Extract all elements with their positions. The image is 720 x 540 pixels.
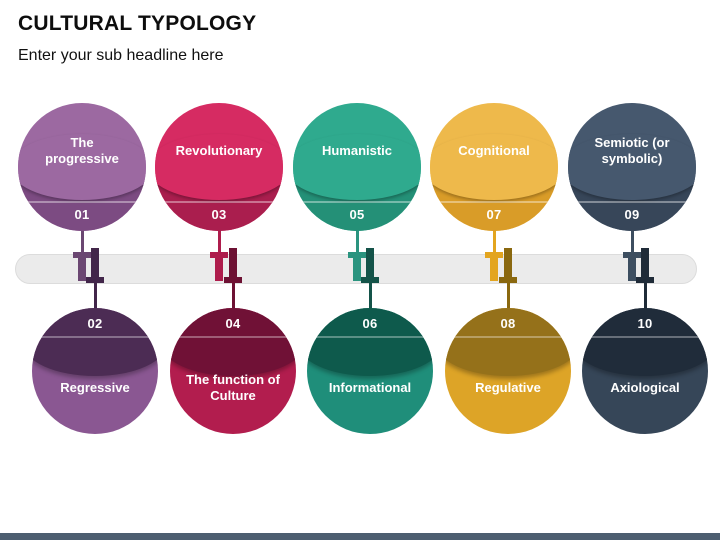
arch-shadow <box>18 181 146 203</box>
page-title: CULTURAL TYPOLOGY <box>18 12 257 35</box>
dome-arch <box>293 134 421 200</box>
dome-arch <box>445 310 571 376</box>
circle-divider <box>32 336 158 338</box>
connector-bottom-line <box>368 282 372 309</box>
circle-label: Regressive <box>60 379 130 395</box>
circle-label: The function of Culture <box>186 371 280 403</box>
circle-10-axiological: 10 Axiological <box>582 308 708 434</box>
circle-label: Regulative <box>475 379 541 395</box>
circle-divider <box>18 201 146 203</box>
number-band: 01 <box>18 203 146 231</box>
circle-07-cognitional: 07 Cognitional <box>430 103 558 231</box>
dome-arch <box>582 310 708 376</box>
circle-divider <box>568 201 696 203</box>
circle-number: 06 <box>362 316 378 331</box>
circle-label: Informational <box>328 379 412 395</box>
circle-number: 10 <box>637 316 653 331</box>
connector-top-line <box>355 229 359 255</box>
timeline-bar <box>15 254 697 284</box>
circle-number: 07 <box>486 207 502 222</box>
number-band: 06 <box>307 308 433 336</box>
circle-label: Revolutionary <box>175 142 263 158</box>
circle-number: 01 <box>74 207 90 222</box>
number-band: 10 <box>582 308 708 336</box>
circle-08-regulative: 08 Regulative <box>445 308 571 434</box>
dome-arch <box>170 310 296 376</box>
circle-06-informational: 06 Informational <box>307 308 433 434</box>
connector-bottom-line <box>506 282 510 309</box>
circle-number: 05 <box>349 207 365 222</box>
connector-bottom-line <box>93 282 97 309</box>
sub-headline: Enter your sub headline here <box>18 47 224 64</box>
number-band: 08 <box>445 308 571 336</box>
arch-shadow <box>155 181 283 203</box>
circle-divider <box>430 201 558 203</box>
number-band: 07 <box>430 203 558 231</box>
circle-09-semiotic: 09 Semiotic (or symbolic) <box>568 103 696 231</box>
circle-01-the-progressive: 01 The progressive <box>18 103 146 231</box>
number-band: 03 <box>155 203 283 231</box>
circle-03-revolutionary: 03 Revolutionary <box>155 103 283 231</box>
number-band: 02 <box>32 308 158 336</box>
arch-shadow <box>430 181 558 203</box>
circle-number: 09 <box>624 207 640 222</box>
circle-divider <box>307 336 433 338</box>
connector-bottom-line <box>643 282 647 309</box>
footer-accent-bar <box>0 533 720 540</box>
circle-divider <box>582 336 708 338</box>
connector-top-line <box>630 229 634 255</box>
dome-arch <box>32 310 158 376</box>
circle-divider <box>155 201 283 203</box>
number-band: 09 <box>568 203 696 231</box>
circle-number: 08 <box>500 316 516 331</box>
circle-divider <box>170 336 296 338</box>
dome-arch <box>18 134 146 200</box>
connector-top-line <box>492 229 496 255</box>
circle-04-function-of-culture: 04 The function of Culture <box>170 308 296 434</box>
circle-label: The progressive <box>45 134 119 166</box>
circle-number: 02 <box>87 316 103 331</box>
circle-label: Humanistic <box>321 142 393 158</box>
circle-label: Semiotic (or symbolic) <box>594 134 670 166</box>
circle-divider <box>445 336 571 338</box>
dome-arch <box>155 134 283 200</box>
circle-label: Axiological <box>610 379 680 395</box>
number-band: 05 <box>293 203 421 231</box>
circle-label: Cognitional <box>458 142 530 158</box>
circle-number: 04 <box>225 316 241 331</box>
connector-bottom-line <box>231 282 235 309</box>
circle-02-regressive: 02 Regressive <box>32 308 158 434</box>
connector-top-line <box>80 229 84 255</box>
number-band: 04 <box>170 308 296 336</box>
arch-shadow <box>568 181 696 203</box>
circle-divider <box>293 201 421 203</box>
dome-arch <box>307 310 433 376</box>
arch-shadow <box>293 181 421 203</box>
connector-top-line <box>217 229 221 255</box>
circle-number: 03 <box>211 207 227 222</box>
dome-arch <box>430 134 558 200</box>
dome-arch <box>568 134 696 200</box>
circle-05-humanistic: 05 Humanistic <box>293 103 421 231</box>
